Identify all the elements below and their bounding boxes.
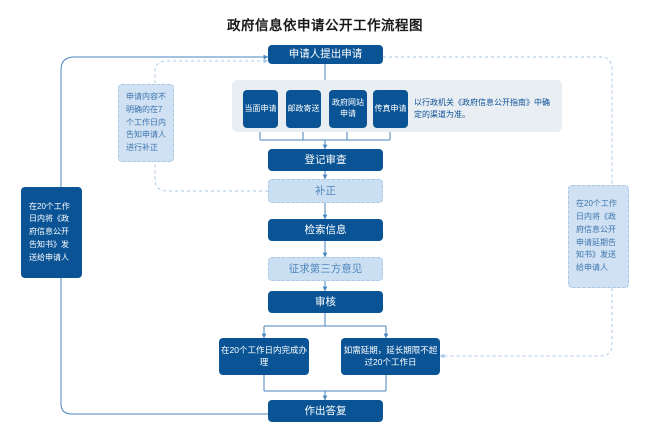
node-third-party-opinion[interactable]: 征求第三方意见 [268,257,383,281]
node-finish-within-20-days[interactable]: 在20个工作日内完成办理 [219,338,309,375]
note-supplement-rule[interactable]: 申请内容不明确的在7个工作日内告知申请人进行补正 [118,84,174,162]
node-extend-within-20-days[interactable]: 如需延期，延长期限不超过20个工作日 [341,338,440,375]
node-make-reply[interactable]: 作出答复 [268,400,383,422]
node-supplement[interactable]: 补正 [268,179,383,203]
node-search-info[interactable]: 检索信息 [268,219,383,241]
note-channel-source: 以行政机关《政府信息公开指南》中确定的渠道为准。 [414,98,550,120]
node-channel-fax[interactable]: 传真申请 [373,90,408,128]
node-channel-postal[interactable]: 邮政寄送 [286,90,321,128]
note-right-extension[interactable]: 在20个工作日内将《政府信息公开申请延期告知书》发送给申请人 [568,185,629,288]
node-channel-in-person[interactable]: 当面申请 [243,90,278,128]
node-channel-website[interactable]: 政府网站申请 [329,90,367,128]
note-left-notification[interactable]: 在20个工作日内将《政府信息公开告知书》发送给申请人 [21,187,82,278]
node-apply[interactable]: 申请人提出申请 [268,45,383,64]
node-review[interactable]: 审核 [268,291,383,313]
page-title: 政府信息依申请公开工作流程图 [227,18,423,33]
node-register-review[interactable]: 登记审查 [268,149,383,171]
